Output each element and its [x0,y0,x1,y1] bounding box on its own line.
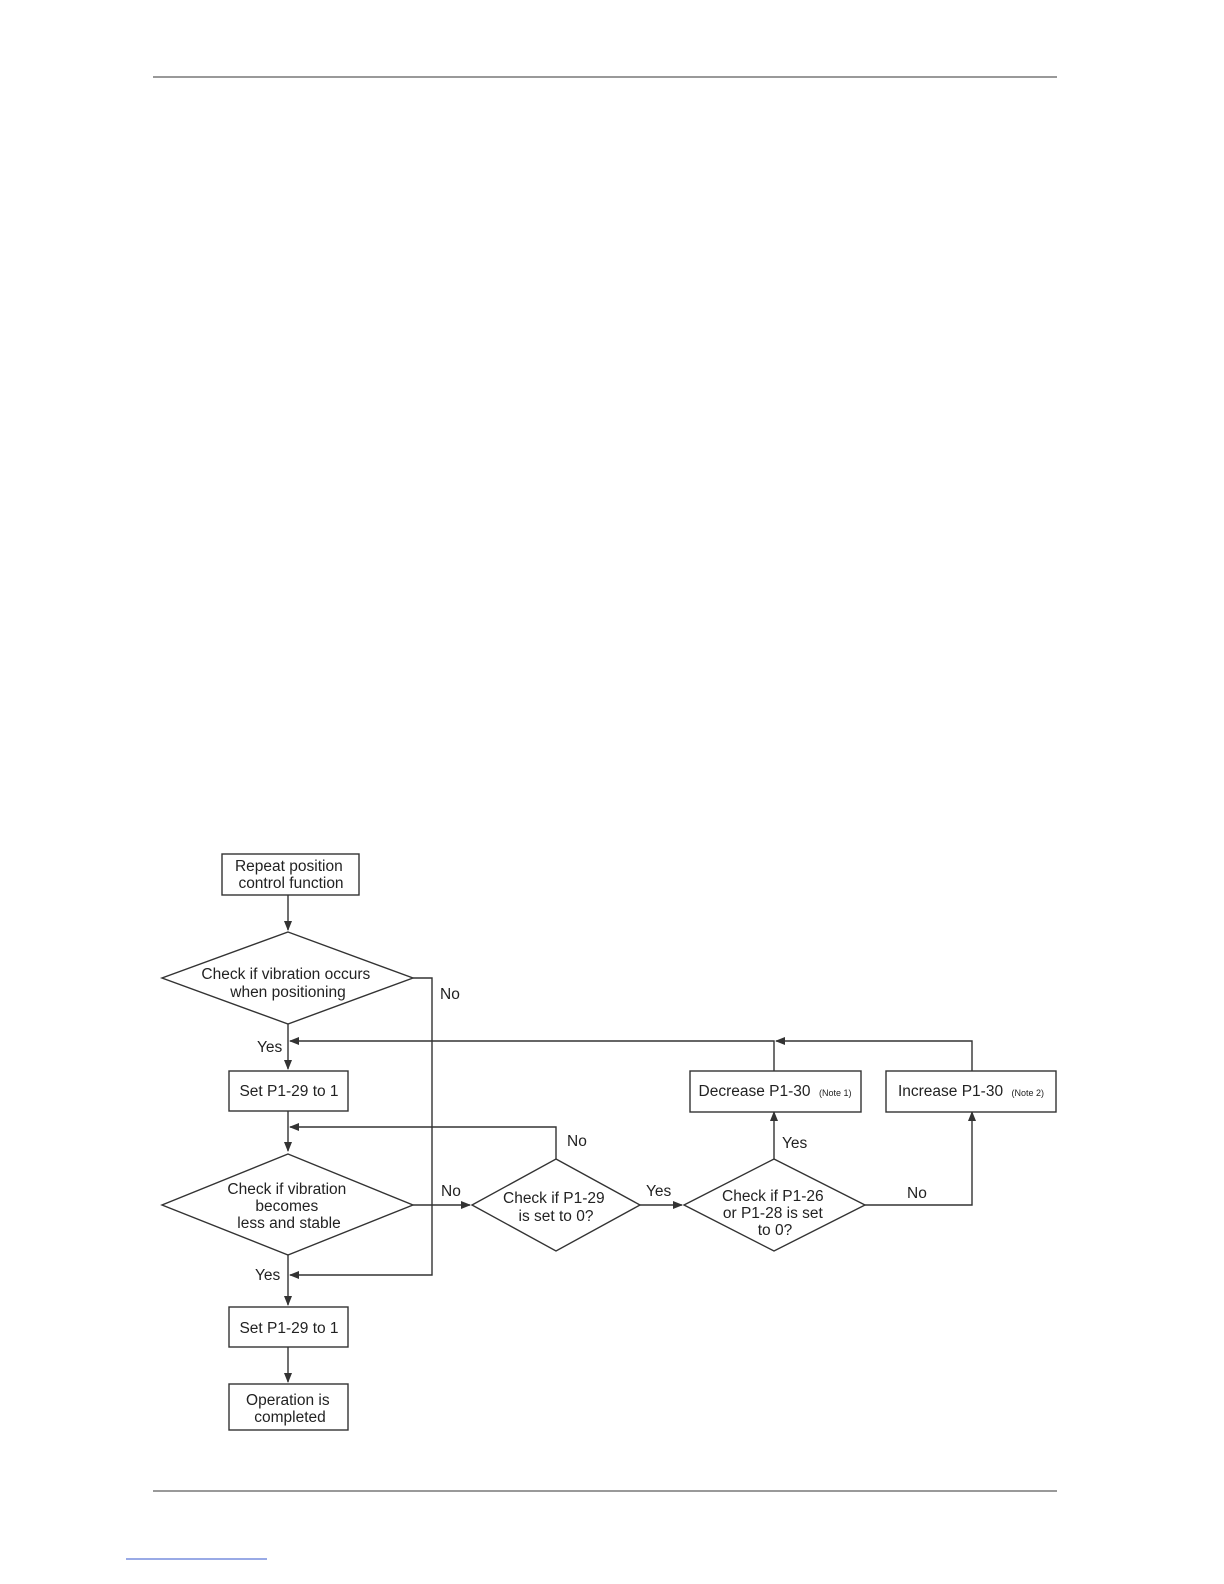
node-increase-p130-box [885,1070,1057,1113]
edge-check-p129-no [289,1123,557,1159]
node-set-p129-first-line-1: Set P1-29 to 1 [239,1083,338,1100]
node-set-p129-second-box [228,1306,349,1348]
node-start: Repeat position control function [221,853,360,896]
node-check-p129-zero: Check if P1-29 is set to 0? [470,1158,642,1252]
node-start-line-1: Repeat position [235,858,343,875]
node-increase-p130-label: Increase P1-30 [898,1083,1003,1100]
node-decrease-p130-label: Decrease P1-30 [699,1083,811,1100]
node-check-less-stable-line-2: becomes [255,1198,318,1215]
label-check-less-no: No [441,1183,461,1200]
svg-text:Decrease P1-30 (Note 1: Decrease P1-30 (Note 1) [699,1083,852,1100]
node-check-p129-zero-line-1: Check if P1-29 [503,1190,605,1207]
label-p126-no: No [907,1185,927,1202]
node-check-p129-zero-diamond [470,1158,642,1252]
node-check-p126-p128-zero-line-1: Check if P1-26 [722,1188,824,1205]
label-vibration-yes: Yes [257,1039,283,1056]
node-set-p129-first-box [228,1070,349,1112]
label-p129-yes: Yes [646,1183,672,1200]
node-increase-p130-note: (Note 2) [1012,1088,1045,1098]
svg-text:Check if P1-29 is set: Check if P1-29 is set to 0? [503,1190,609,1225]
node-check-p126-p128-zero: Check if P1-26 or P1-28 is set to 0? [682,1158,867,1252]
node-start-box [221,853,360,896]
svg-text:Check if vibration bec: Check if vibration becomes less and stab… [227,1181,350,1232]
edge-decrease-return [289,1037,775,1071]
node-check-less-stable-line-3: less and stable [237,1215,340,1232]
edge-increase-return [775,1037,973,1071]
node-start-line-2: control function [238,875,343,892]
node-check-vibration-line-2: when positioning [229,984,345,1001]
node-increase-p130: Increase P1-30 (Note 2) [885,1070,1057,1113]
label-vibration-no: No [440,986,460,1003]
node-check-p126-p128-zero-diamond [682,1158,867,1252]
label-p126-yes: Yes [782,1135,808,1152]
node-decrease-p130-note: (Note 1) [819,1088,852,1098]
svg-text:Repeat position contro: Repeat position control function [235,858,347,892]
label-p129-no: No [567,1133,587,1150]
svg-text:Set P1-29 to 1: Set P1-29 to 1 [239,1320,338,1337]
node-check-vibration-line-1: Check if vibration occurs [201,966,370,983]
node-check-p126-p128-zero-line-2: or P1-28 is set [723,1205,824,1222]
node-operation-completed-line-1: Operation is [246,1392,330,1409]
node-check-less-stable: Check if vibration becomes less and stab… [160,1153,415,1256]
node-set-p129-second: Set P1-29 to 1 [228,1306,349,1348]
svg-text:Check if P1-26 or P1-2: Check if P1-26 or P1-28 is set to 0? [722,1188,828,1239]
svg-text:Check if vibration occurs: Check if vibration occurs when positioni… [201,966,374,1001]
node-check-p129-zero-line-2: is set to 0? [519,1208,594,1225]
svg-text:Increase P1-30 (Note 2: Increase P1-30 (Note 2) [898,1083,1044,1100]
node-check-less-stable-diamond [160,1153,415,1256]
node-check-p126-p128-zero-line-3: to 0? [758,1222,793,1239]
node-check-less-stable-line-1: Check if vibration [227,1181,346,1198]
node-operation-completed-box [228,1383,349,1431]
edges [284,895,976,1383]
edge-labels: No Yes No No Yes Yes No Yes [255,986,927,1284]
node-set-p129-first: Set P1-29 to 1 [228,1070,349,1112]
node-decrease-p130-box [689,1070,862,1113]
svg-text:Operation is completed: Operation is completed [246,1392,334,1426]
node-decrease-p130: Decrease P1-30 (Note 1) [689,1070,862,1113]
label-check-less-yes: Yes [255,1267,281,1284]
node-set-p129-second-line-1: Set P1-29 to 1 [239,1320,338,1337]
node-check-vibration-diamond [159,931,416,1025]
node-operation-completed-line-2: completed [254,1409,326,1426]
node-operation-completed: Operation is completed [228,1383,349,1431]
node-check-vibration: Check if vibration occurs when positioni… [159,931,416,1025]
svg-text:Set P1-29 to 1: Set P1-29 to 1 [239,1083,338,1100]
edge-check-p126-no [865,1111,976,1206]
